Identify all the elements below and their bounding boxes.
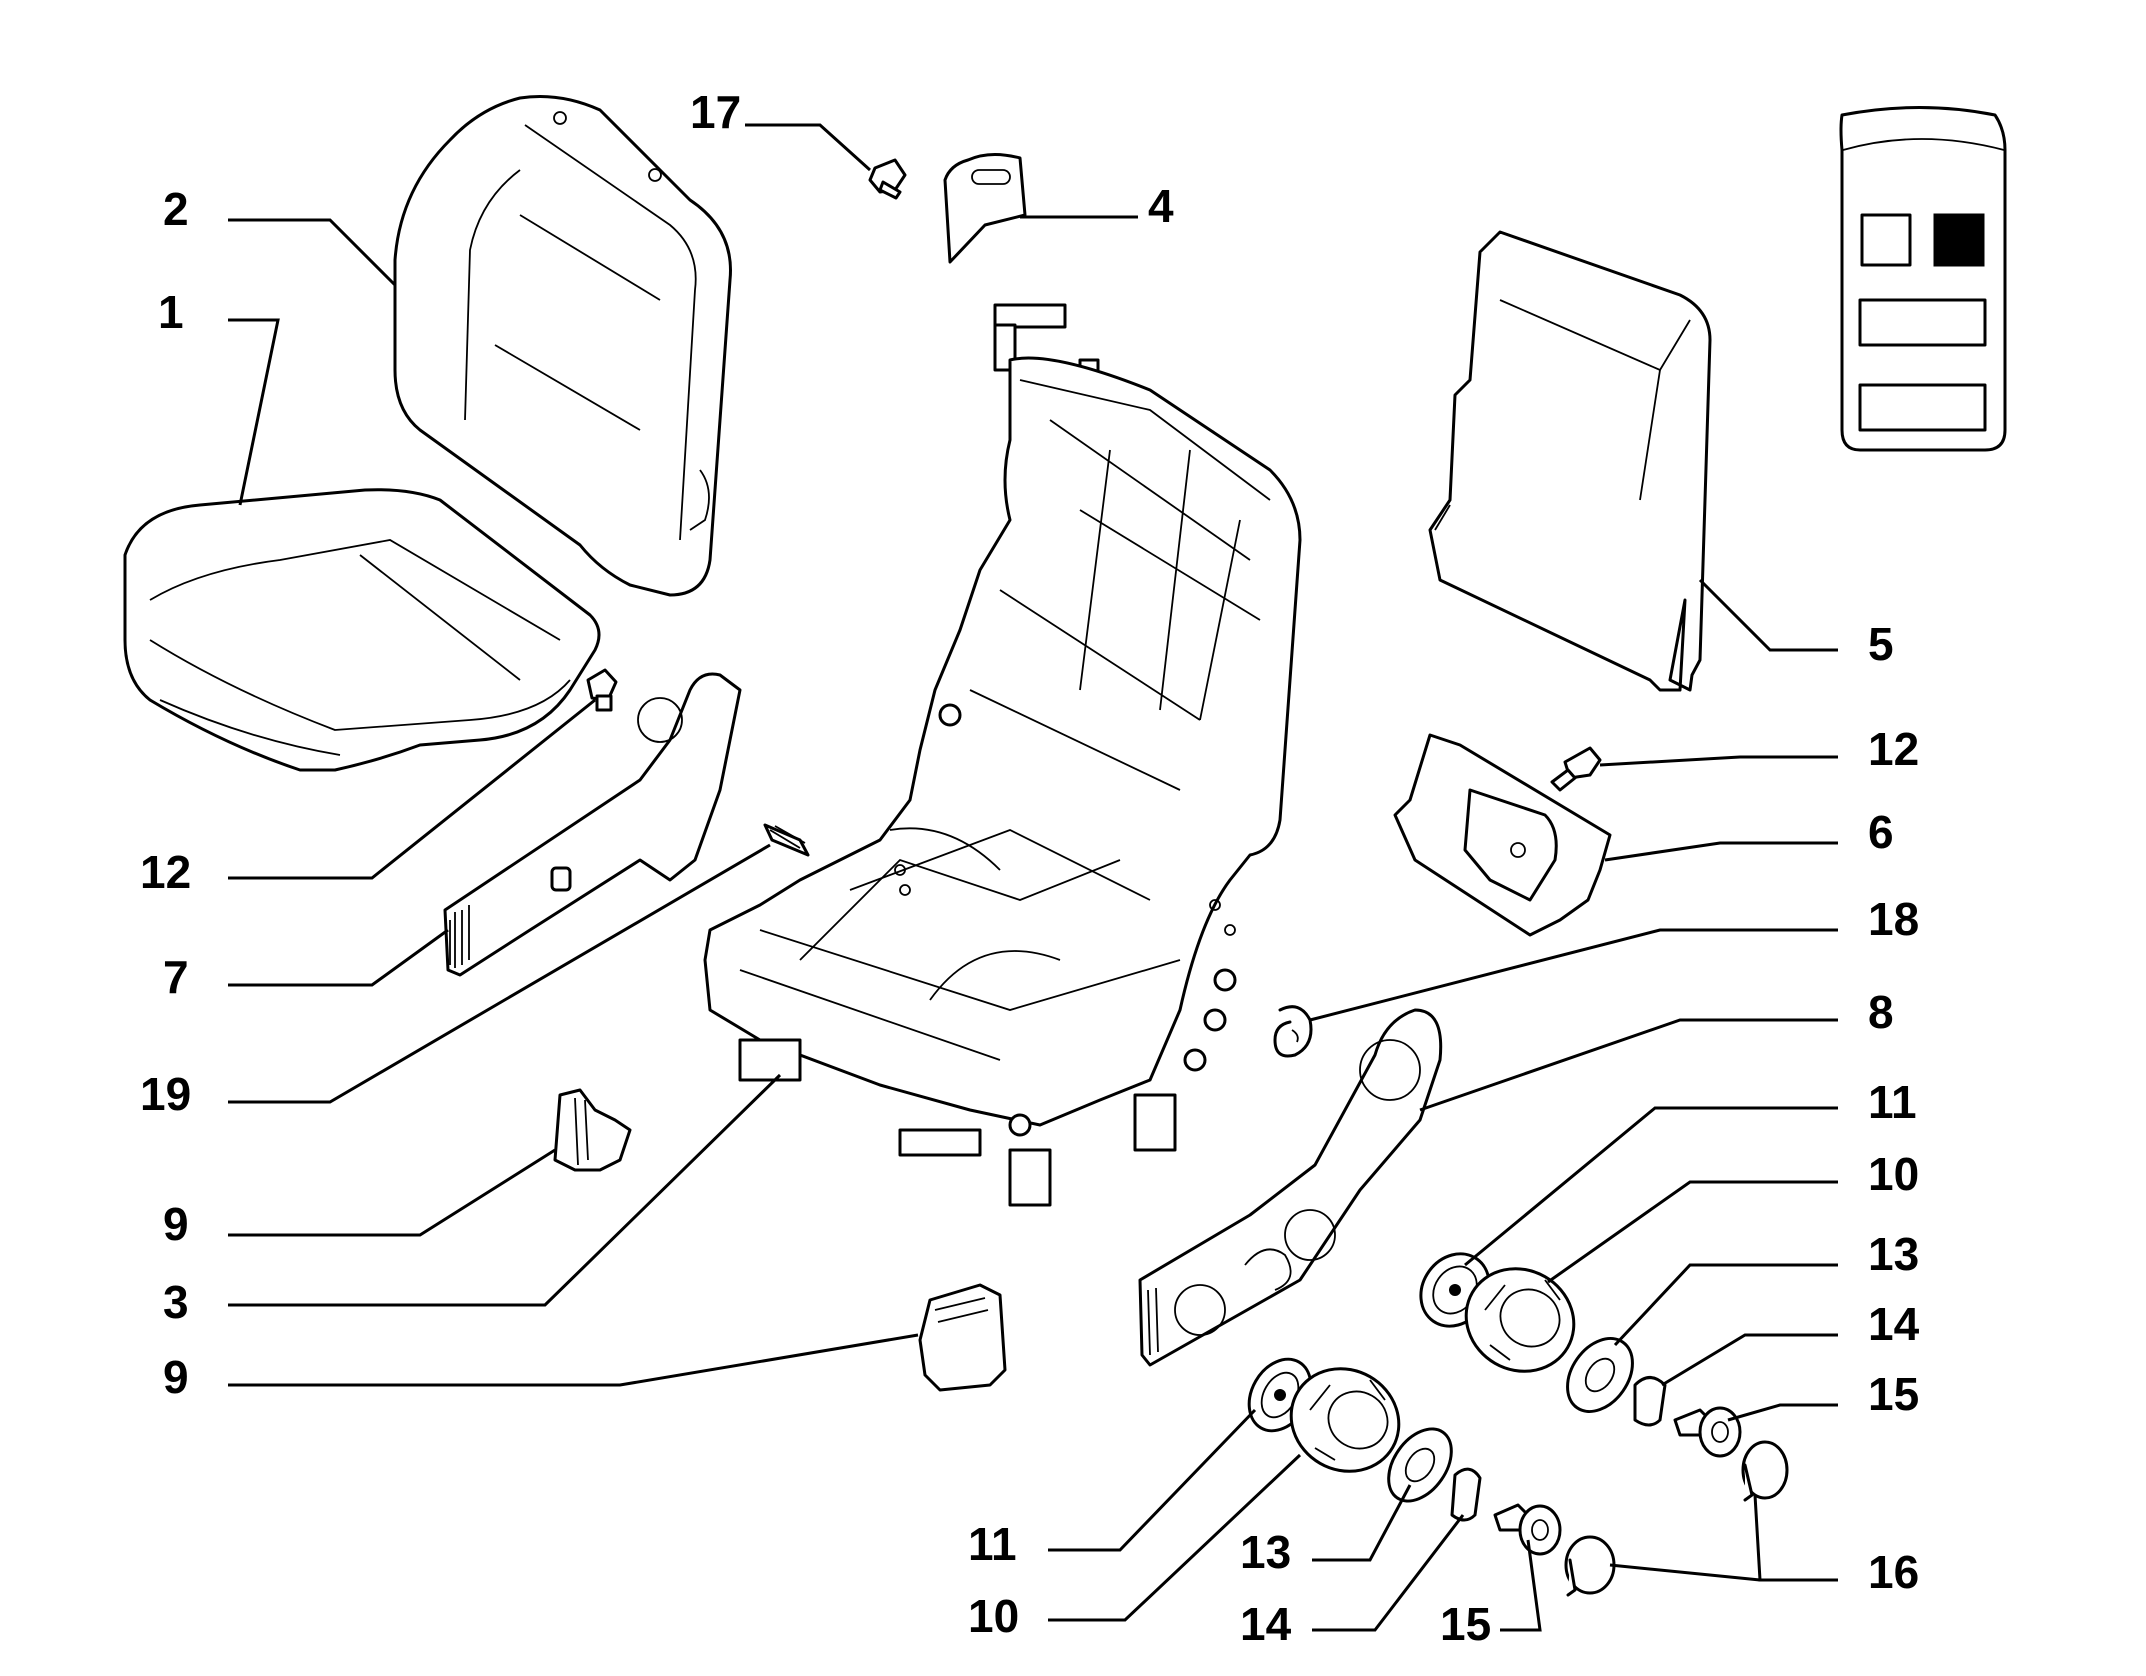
leader-16 xyxy=(1753,1494,1838,1582)
clip-14-upper xyxy=(1633,1376,1667,1427)
back-panel-5 xyxy=(1428,230,1712,692)
callout-15-upper: 15 xyxy=(1868,1368,1919,1420)
seat-back-cushion xyxy=(393,95,732,597)
cap-16-lower xyxy=(1564,1535,1616,1597)
side-trim-8 xyxy=(1138,1008,1443,1367)
callout-5: 5 xyxy=(1868,618,1894,670)
trim-bracket-6 xyxy=(1393,733,1612,937)
callout-12-right: 12 xyxy=(1868,723,1919,775)
leader-9-lower xyxy=(228,1333,919,1387)
callout-9-upper: 9 xyxy=(163,1198,189,1250)
leader-2 xyxy=(228,218,397,287)
leader-18 xyxy=(1309,928,1838,1022)
callout-8: 8 xyxy=(1868,986,1894,1038)
callout-13-lower: 13 xyxy=(1240,1526,1291,1578)
callout-7: 7 xyxy=(163,951,189,1003)
spring-19 xyxy=(763,823,810,857)
cap-16-upper xyxy=(1741,1440,1789,1502)
callout-4: 4 xyxy=(1148,180,1174,232)
knob-10-upper xyxy=(1464,1267,1576,1373)
pin-15-upper xyxy=(1673,1406,1742,1458)
leader-16-b xyxy=(1609,1563,1761,1582)
callout-13-upper: 13 xyxy=(1868,1228,1919,1280)
leader-12-right xyxy=(1599,755,1838,767)
callout-3: 3 xyxy=(163,1276,189,1328)
clip-14-lower xyxy=(1450,1467,1482,1522)
callout-9-lower: 9 xyxy=(163,1351,189,1403)
leader-12-left xyxy=(228,698,596,880)
leader-11-upper xyxy=(1464,1106,1838,1267)
seat-cushion xyxy=(123,488,601,772)
seat-frame-3 xyxy=(703,303,1302,1207)
leader-1 xyxy=(228,318,280,506)
leader-13-upper xyxy=(1613,1263,1838,1347)
leader-15-lower xyxy=(1500,1539,1542,1632)
callout-2: 2 xyxy=(163,183,189,235)
callout-17: 17 xyxy=(690,86,741,138)
leader-14-lower xyxy=(1312,1514,1465,1632)
leader-7 xyxy=(228,928,449,987)
spiral-spring-18 xyxy=(1273,1005,1313,1058)
callout-11-lower: 11 xyxy=(968,1518,1017,1570)
leader-19 xyxy=(228,843,771,1104)
washer-13-upper xyxy=(1566,1337,1634,1413)
leader-lines xyxy=(228,123,1838,1632)
bolt-17 xyxy=(868,158,907,200)
leader-11-lower xyxy=(1048,1408,1257,1552)
leader-10-lower xyxy=(1048,1453,1302,1622)
callout-1: 1 xyxy=(158,286,184,338)
callout-10-lower: 10 xyxy=(968,1590,1019,1642)
leader-3 xyxy=(228,1073,782,1307)
washer-13-lower xyxy=(1387,1427,1453,1503)
highlighted-seat xyxy=(1933,213,1985,267)
headrest-trim-4 xyxy=(943,153,1027,264)
callout-15-lower: 15 xyxy=(1440,1598,1491,1650)
callout-labels: 1 2 3 4 5 6 7 8 9 9 10 10 11 11 12 12 13… xyxy=(140,86,1920,1650)
leader-17 xyxy=(745,123,872,172)
leader-15-upper xyxy=(1727,1403,1838,1422)
knob-10-lower xyxy=(1289,1367,1401,1473)
callout-14-lower: 14 xyxy=(1240,1598,1292,1650)
leader-8 xyxy=(1419,1018,1838,1112)
cover-9-lower xyxy=(918,1283,1007,1392)
leader-14-upper xyxy=(1661,1333,1838,1387)
pin-15-lower xyxy=(1493,1503,1562,1556)
leader-13-lower xyxy=(1312,1484,1412,1562)
callout-12-left: 12 xyxy=(140,846,191,898)
leader-6 xyxy=(1604,841,1838,862)
callout-18: 18 xyxy=(1868,893,1919,945)
callout-10-upper: 10 xyxy=(1868,1148,1919,1200)
leader-9-upper xyxy=(228,1148,556,1237)
callout-16: 16 xyxy=(1868,1546,1919,1598)
side-trim-7 xyxy=(443,672,742,977)
callout-6: 6 xyxy=(1868,806,1894,858)
leader-5 xyxy=(1698,578,1838,652)
bolt-12-right xyxy=(1550,746,1602,792)
callout-11-upper: 11 xyxy=(1868,1076,1917,1128)
callout-14-upper: 14 xyxy=(1868,1298,1920,1350)
bolt-12-left xyxy=(586,668,618,712)
cover-9-upper xyxy=(553,1088,632,1172)
leader-10-upper xyxy=(1547,1180,1838,1284)
callout-19: 19 xyxy=(140,1068,191,1120)
vehicle-seat-position-icon xyxy=(1839,106,2007,452)
